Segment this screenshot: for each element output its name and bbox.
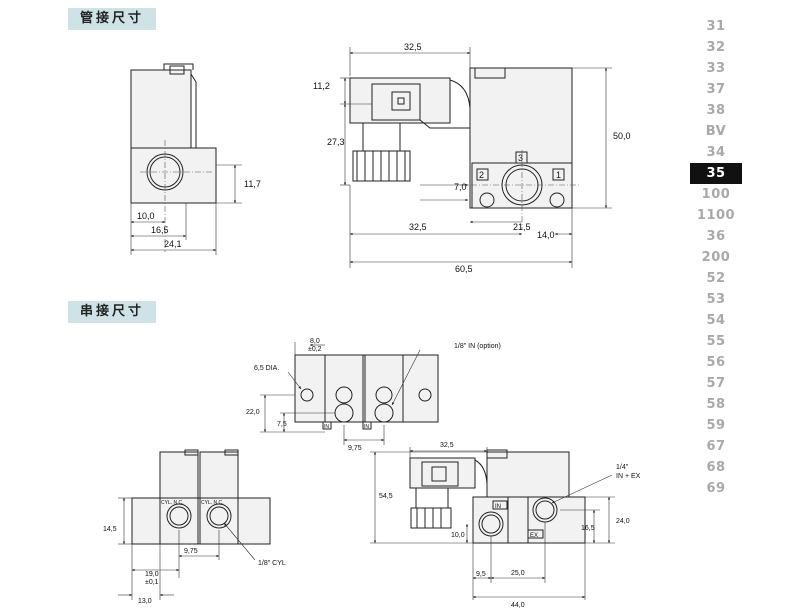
page-number[interactable]: 53 xyxy=(706,292,726,307)
dim-24-0: 24,0 xyxy=(616,518,630,525)
dim-19-0: 19,0 xyxy=(145,571,159,578)
dim-25-0: 25,0 xyxy=(511,570,525,577)
in-ex-label: IN + EX xyxy=(616,473,641,480)
dim-10-0: 10,0 xyxy=(137,211,155,221)
dim-8-0: 8,0 xyxy=(310,338,320,345)
dim-32-5-top: 32,5 xyxy=(404,42,422,52)
port-label-3: 3 xyxy=(518,153,523,163)
port-label-1: 1 xyxy=(556,170,561,180)
dim-9-5: 9,5 xyxy=(476,571,486,578)
dim-7-0: 7,0 xyxy=(454,182,467,192)
page-number[interactable]: 59 xyxy=(706,418,726,433)
dim-19-0-tolerance: ±0,1 xyxy=(145,579,159,586)
dim-16-5-manifold: 16,5 xyxy=(581,525,595,532)
port-label-2: 2 xyxy=(479,170,484,180)
manifold-front-view xyxy=(118,449,271,600)
pipe-connection-title: 管接尺寸 xyxy=(68,8,157,30)
dim-9-75-top: 9,75 xyxy=(348,445,362,452)
page-number[interactable]: 67 xyxy=(706,439,726,454)
dim-6-5-dia: 6,5 DIA. xyxy=(254,365,279,372)
pipe-front-view xyxy=(340,47,612,268)
dim-10-0-manifold: 10,0 xyxy=(451,532,465,539)
page-number[interactable]: 33 xyxy=(706,61,726,76)
port-in-a: IN xyxy=(324,424,329,430)
manifold-side-view xyxy=(370,447,615,600)
dim-7-5: 7,5 xyxy=(277,421,287,428)
dim-50-0: 50,0 xyxy=(613,131,631,141)
page-number[interactable]: 38 xyxy=(706,103,726,118)
dim-13-0: 13,0 xyxy=(138,598,152,605)
dim-16-5: 16,5 xyxy=(151,225,169,235)
dim-24-1: 24,1 xyxy=(164,239,182,249)
dim-32-5-manifold: 32,5 xyxy=(440,442,454,449)
pipe-side-view xyxy=(130,63,242,255)
port-ex-tag: EX xyxy=(530,533,538,539)
port-in-b: IN xyxy=(364,424,369,430)
in-option-label: 1/8" IN (option) xyxy=(454,343,501,350)
page-number[interactable]: 56 xyxy=(706,355,726,370)
cyl-nc-label-a: CYL. N.C. xyxy=(161,500,184,506)
page-number[interactable]: 35 xyxy=(690,163,742,184)
page-number[interactable]: 1100 xyxy=(696,208,736,223)
page-number[interactable]: 36 xyxy=(706,229,726,244)
dim-11-7: 11,7 xyxy=(244,179,261,189)
quarter-inch-label: 1/4" xyxy=(616,464,629,471)
dim-11-2: 11,2 xyxy=(313,81,330,91)
page-number[interactable]: 37 xyxy=(706,82,726,97)
page-number[interactable]: 200 xyxy=(701,250,731,265)
port-in-tag: IN xyxy=(495,504,501,510)
cyl-nc-label-b: CYL. N.C. xyxy=(201,500,224,506)
dim-21-5: 21,5 xyxy=(513,222,531,232)
page-number[interactable]: 34 xyxy=(706,145,726,160)
page-number[interactable]: 55 xyxy=(706,334,726,349)
dim-54-5: 54,5 xyxy=(379,493,393,500)
dim-9-75-bottom: 9,75 xyxy=(184,548,198,555)
page-number[interactable]: 100 xyxy=(701,187,731,202)
page-number[interactable]: 54 xyxy=(706,313,726,328)
page-number[interactable]: 32 xyxy=(706,40,726,55)
dim-14-5: 14,5 xyxy=(103,526,117,533)
page-number[interactable]: 69 xyxy=(706,481,726,496)
page-number[interactable]: 58 xyxy=(706,397,726,412)
dim-60-5: 60,5 xyxy=(455,264,473,274)
page-number[interactable]: 31 xyxy=(706,19,726,34)
page-number[interactable]: 68 xyxy=(706,460,726,475)
manifold-connection-title: 串接尺寸 xyxy=(68,301,157,323)
dim-27-3: 27,3 xyxy=(327,137,345,147)
dim-8-0-tolerance: ±0,2 xyxy=(308,346,322,353)
dim-32-5-bottom: 32,5 xyxy=(409,222,427,232)
page-number[interactable]: 52 xyxy=(706,271,726,286)
page-number[interactable]: 57 xyxy=(706,376,726,391)
dim-14-0: 14,0 xyxy=(537,230,555,240)
page-number[interactable]: BV xyxy=(705,124,727,139)
cyl-port-label: 1/8" CYL xyxy=(258,560,286,567)
dim-44-0: 44,0 xyxy=(511,602,525,609)
dim-22-0: 22,0 xyxy=(246,409,260,416)
manifold-top-view xyxy=(260,342,439,445)
